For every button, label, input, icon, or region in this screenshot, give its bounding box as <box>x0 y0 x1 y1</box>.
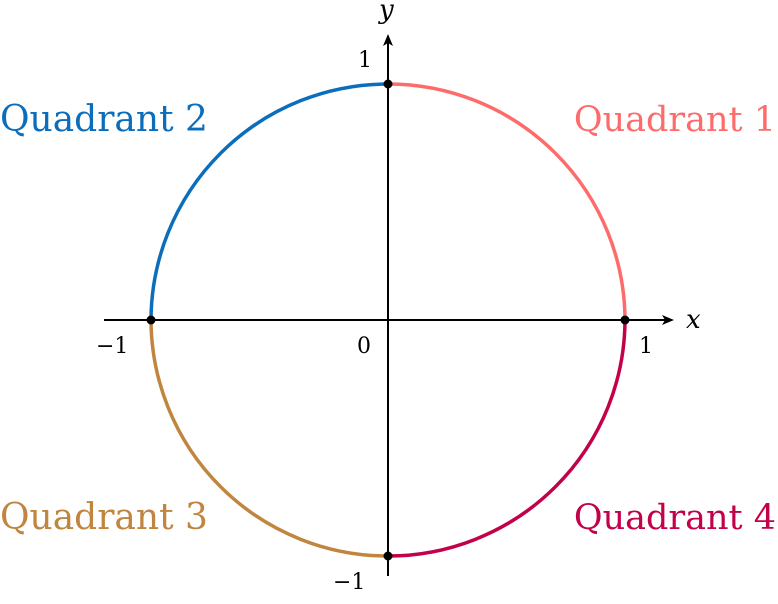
arc-quadrant-3 <box>149 319 389 558</box>
arc-quadrant-2 <box>149 82 389 321</box>
tick-label-origin: 0 <box>357 334 371 359</box>
point-left <box>146 315 156 325</box>
arc-quadrant-1 <box>387 82 627 321</box>
quadrant-3-label: Quadrant 3 <box>0 497 208 538</box>
x-axis-label: x <box>686 305 701 335</box>
y-axis-label: y <box>378 0 394 25</box>
quadrant-1-label: Quadrant 1 <box>574 100 776 140</box>
quadrant-2-label: Quadrant 2 <box>0 99 208 140</box>
tick-label-x-pos: 1 <box>639 334 653 359</box>
point-right <box>620 315 630 325</box>
tick-label-x-neg: −1 <box>96 334 128 359</box>
quadrant-4-label: Quadrant 4 <box>574 498 776 538</box>
tick-label-y-neg: −1 <box>333 570 365 595</box>
arc-quadrant-4 <box>387 319 627 558</box>
point-bottom <box>383 551 393 561</box>
point-top <box>383 79 393 89</box>
tick-label-y-pos: 1 <box>358 48 372 73</box>
